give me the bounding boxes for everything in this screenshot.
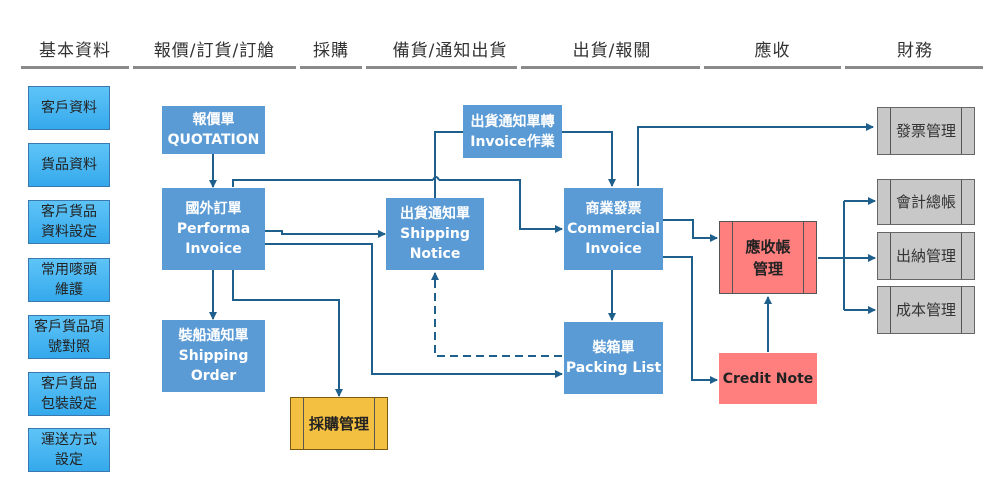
sidebar-label: 運送方式 [41, 432, 97, 448]
node-invoice-management[interactable]: 發票管理 [877, 107, 975, 155]
sidebar-label: 設定 [55, 452, 83, 468]
wire-commercial-to-credit [663, 256, 718, 384]
node-label: 出貨通知單轉 [470, 113, 555, 130]
node-label: Invoice [185, 241, 242, 257]
sidebar-label: 資料設定 [41, 224, 97, 240]
node-shipping-order[interactable]: 裝船通知單 Shipping Order [162, 320, 265, 392]
node-label: 裝箱單 [592, 340, 635, 356]
node-purchase-management[interactable]: 採購管理 [290, 397, 388, 450]
node-notice-to-invoice[interactable]: 出貨通知單轉 Invoice作業 [463, 105, 562, 158]
header-divider [300, 66, 362, 69]
node-label: 國外訂單 [185, 201, 242, 217]
node-label: 商業發票 [585, 201, 642, 217]
node-commercial-invoice[interactable]: 商業發票 Commercial Invoice [564, 188, 663, 270]
node-label: Shipping [400, 226, 470, 242]
node-label: 成本管理 [895, 301, 956, 319]
node-label: 會計總帳 [895, 193, 956, 211]
header-divider [21, 66, 129, 69]
node-label: 出貨通知單 [400, 206, 470, 222]
header-divider [704, 66, 841, 69]
node-cost-management[interactable]: 成本管理 [877, 286, 975, 334]
node-quotation[interactable]: 報價單 QUOTATION [162, 106, 265, 154]
sidebar-label: 客戶貨品 [41, 204, 97, 220]
sidebar-label: 維護 [55, 282, 83, 298]
node-label: Invoice作業 [470, 133, 555, 150]
sidebar-shipping-method[interactable]: 運送方式設定 [28, 428, 110, 472]
sidebar-label: 貨品資料 [41, 157, 97, 173]
node-label: Invoice [585, 241, 642, 257]
header-receivable: 應收 [754, 41, 791, 61]
node-label: 發票管理 [895, 122, 956, 140]
header-ship-customs: 出貨/報關 [572, 41, 652, 61]
sidebar-product-data[interactable]: 貨品資料 [28, 143, 110, 187]
node-label: Credit Note [722, 370, 814, 387]
header-quote-order: 報價/訂貨/訂艙 [153, 41, 276, 61]
node-ar-management[interactable]: 應收帳管理 [719, 221, 817, 294]
wire-notice-to-ntoi [434, 131, 463, 198]
sidebar-label: 客戶貨品 [41, 376, 97, 392]
node-label: Order [190, 368, 237, 384]
node-label: 報價單 [192, 112, 235, 128]
node-label: 管理 [752, 259, 783, 278]
wire-performa-to-packing [265, 243, 563, 378]
sidebar-label: 客戶貨品項 [34, 319, 104, 335]
sidebar-label: 號對照 [48, 339, 90, 355]
wire-packing-to-notice-dashed [431, 272, 562, 357]
header-prepare-notice: 備貨/通知出貨 [392, 41, 508, 61]
node-label: Commercial [567, 221, 660, 237]
header-divider [133, 66, 296, 69]
node-cashier-management[interactable]: 出納管理 [877, 232, 975, 280]
sidebar-shipping-marks[interactable]: 常用嘜頭維護 [28, 258, 110, 302]
node-general-ledger[interactable]: 會計總帳 [877, 179, 975, 225]
header-divider [521, 66, 700, 69]
node-label: 出納管理 [895, 247, 956, 265]
wire-performa-to-shipping-notice [265, 230, 386, 238]
wire-performa-to-purchase [232, 270, 343, 397]
sidebar-packing-settings[interactable]: 客戶貨品包裝設定 [28, 372, 110, 416]
node-packing-list[interactable]: 裝箱單 Packing List [564, 322, 663, 394]
header-divider [845, 66, 983, 69]
node-label: Shipping [178, 348, 249, 364]
node-label: Notice [409, 246, 461, 262]
node-shipping-notice[interactable]: 出貨通知單 Shipping Notice [386, 198, 484, 270]
node-label: Packing List [565, 360, 662, 376]
wire-performa-to-commercial [232, 179, 562, 229]
sidebar-label: 包裝設定 [41, 396, 97, 412]
header-divider [366, 66, 517, 69]
sidebar-item-number-mapping[interactable]: 客戶貨品項號對照 [28, 315, 110, 359]
header-finance: 財務 [897, 41, 933, 61]
sidebar-label: 客戶資料 [41, 100, 97, 116]
header-purchase: 採購 [313, 41, 349, 61]
node-label: 採購管理 [308, 414, 369, 433]
sidebar-customer-data[interactable]: 客戶資料 [28, 86, 110, 130]
sidebar-label: 常用嘜頭 [41, 262, 97, 278]
node-performa-invoice[interactable]: 國外訂單 Performa Invoice [162, 188, 265, 270]
node-label: QUOTATION [167, 132, 260, 148]
node-label: Performa [176, 221, 251, 237]
wire-ar-to-finance [818, 200, 875, 311]
node-label: 應收帳 [745, 237, 791, 256]
node-label: 裝船通知單 [178, 328, 249, 344]
header-basic-data: 基本資料 [39, 41, 111, 61]
wire-commercial-to-invoice-mgmt [637, 123, 874, 186]
node-credit-note[interactable]: Credit Note [719, 353, 817, 404]
wire-commercial-to-ar [663, 219, 718, 242]
sidebar-customer-product-settings[interactable]: 客戶貨品資料設定 [28, 200, 110, 244]
wire-ntoi-to-commercial [562, 131, 616, 187]
